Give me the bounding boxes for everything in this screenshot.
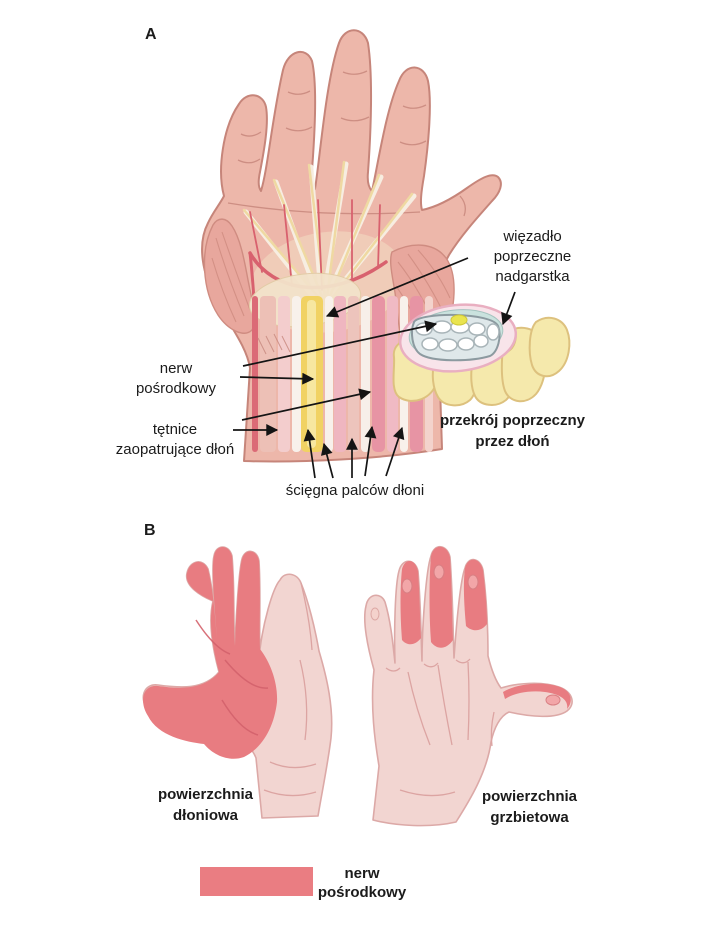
annotation-arrows [233,257,516,479]
panel-b-label: B [144,522,156,539]
caption-dorsal-surface: powierzchnia grzbietowa [481,788,578,826]
annotation-ligament: więzadło poprzeczne nadgarstka [493,228,572,285]
annotation-arteries: tętnice zaopatrujące dłoń [115,421,235,458]
dorsal-hand-illustration [364,545,573,827]
tendon-cross-sections [415,320,500,352]
caption-palmar-surface: powierzchnia dłoniowa [157,786,254,824]
hand-anatomy-illustration [201,29,502,463]
palmar-innervation-area [143,547,278,759]
annotation-median-nerve: nerw pośrodkowy [135,360,217,397]
cross-section-illustration [392,303,571,407]
fingernails [370,564,561,706]
annotation-tendons: ścięgna palców dłoni [285,482,425,499]
median-nerve-dot [450,314,468,326]
panel-a-label: A [145,26,157,43]
palmar-hand-illustration [142,546,333,819]
legend-swatch-median-nerve [200,867,313,896]
legend-label: nerw pośrodkowy [317,865,407,901]
caption-cross-section: przekrój poprzeczny przez dłoń [439,412,586,450]
